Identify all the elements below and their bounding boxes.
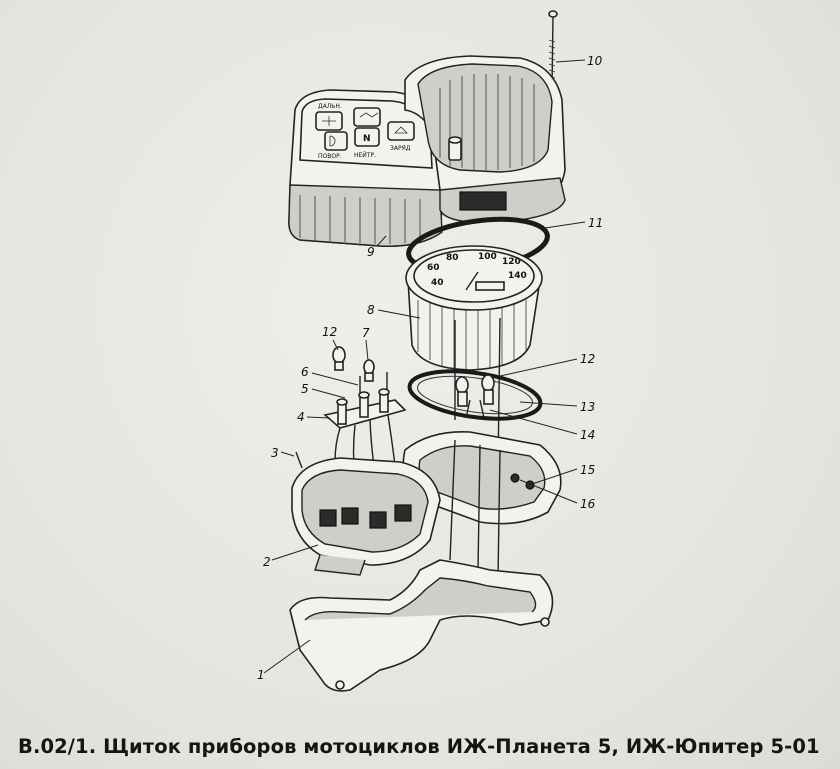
bulb-7 bbox=[363, 359, 375, 382]
callout-16: 16 bbox=[580, 497, 596, 511]
callout-7: 7 bbox=[362, 326, 370, 340]
callout-13: 13 bbox=[580, 400, 595, 414]
callout-12-left: 12 bbox=[322, 325, 337, 339]
callout-9: 9 bbox=[367, 245, 375, 259]
screw-6 bbox=[359, 372, 388, 394]
dial-number-40: 40 bbox=[431, 278, 444, 288]
callout-12-right: 12 bbox=[580, 352, 595, 366]
callout-10: 10 bbox=[587, 54, 603, 68]
dial-number-120: 120 bbox=[502, 257, 521, 267]
figure-caption: В.02/1. Щиток приборов мотоциклов ИЖ-Пла… bbox=[18, 735, 820, 758]
callout-numbers: 1 2 3 4 5 6 7 8 9 10 11 12 12 13 14 15 1… bbox=[257, 54, 603, 682]
callout-11: 11 bbox=[588, 216, 603, 230]
lamp-label-turn: ПОВОР. bbox=[318, 153, 342, 160]
dial-number-140: 140 bbox=[508, 271, 527, 281]
svg-text:N: N bbox=[363, 134, 371, 144]
dial-number-80: 80 bbox=[446, 253, 459, 263]
exploded-view-diagram: N ДАЛЬН. ПОВОР. НЕЙТР. ЗАРЯД 40 60 80 10… bbox=[257, 10, 603, 692]
callout-3: 3 bbox=[271, 446, 279, 460]
lamp-holder-plate-4 bbox=[323, 388, 407, 429]
callout-15: 15 bbox=[580, 463, 595, 477]
lamp-label-high-beam: ДАЛЬН. bbox=[318, 103, 342, 110]
dial-number-100: 100 bbox=[478, 252, 497, 262]
lamp-label-neutral: НЕЙТР. bbox=[354, 152, 376, 159]
callout-4: 4 bbox=[297, 410, 305, 424]
lamp-label-charge: ЗАРЯД bbox=[390, 145, 411, 152]
callout-6: 6 bbox=[301, 365, 309, 379]
speedometer-8: 40 60 80 100 120 140 bbox=[405, 245, 543, 471]
screw-3 bbox=[295, 451, 303, 469]
leader-lines bbox=[263, 59, 586, 674]
callout-14: 14 bbox=[580, 428, 595, 442]
lamp-sockets-14 bbox=[455, 374, 495, 419]
housing-9: N ДАЛЬН. ПОВОР. НЕЙТР. ЗАРЯД bbox=[288, 55, 566, 248]
lower-housing-2 bbox=[291, 457, 441, 576]
dial-number-60: 60 bbox=[427, 263, 440, 273]
callout-1: 1 bbox=[257, 668, 265, 682]
callout-8: 8 bbox=[367, 303, 375, 317]
lower-frame-15 bbox=[402, 431, 562, 579]
callout-2: 2 bbox=[263, 555, 271, 569]
callout-5: 5 bbox=[301, 382, 309, 396]
bottom-cover-1 bbox=[289, 559, 554, 692]
bulb-12-left bbox=[332, 346, 346, 371]
gasket-13 bbox=[407, 369, 543, 421]
